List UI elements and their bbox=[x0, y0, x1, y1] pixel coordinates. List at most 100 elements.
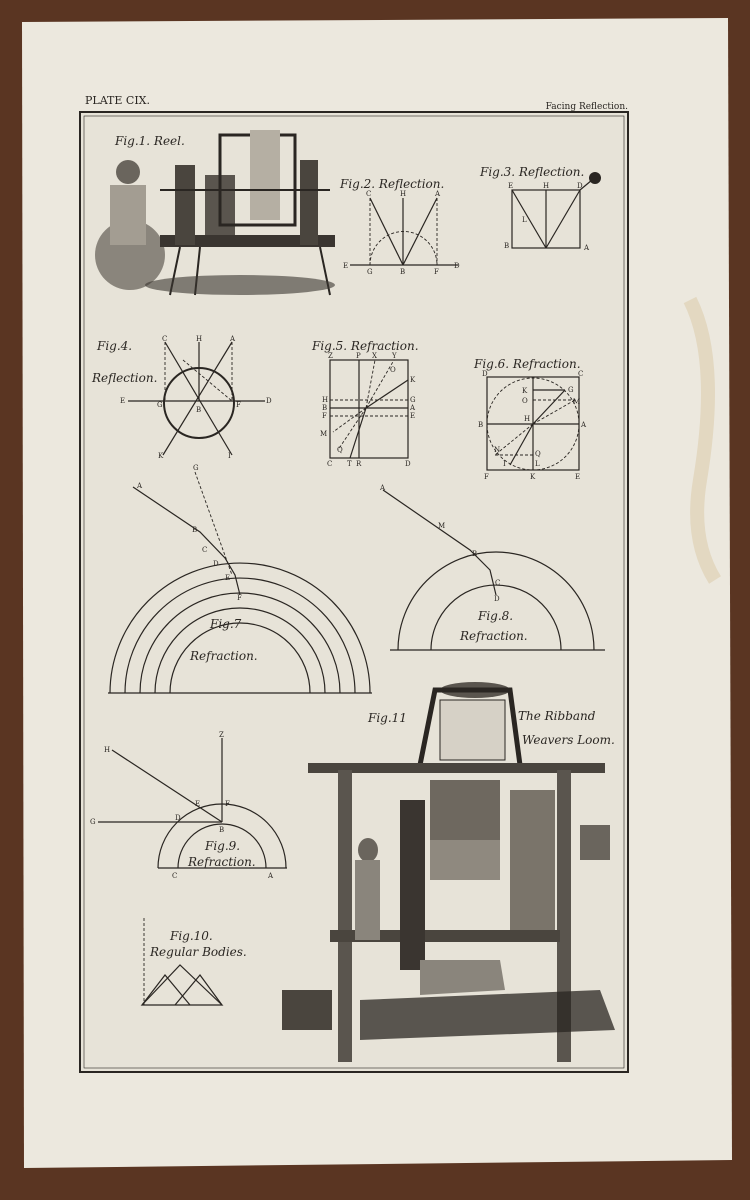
fig10-caption: Fig.10. bbox=[169, 929, 213, 943]
loom-title-1: The Ribband bbox=[518, 709, 596, 723]
figure-label: B bbox=[472, 550, 477, 558]
figure-label: H bbox=[400, 190, 406, 198]
fig5-caption: Fig.5. Refraction. bbox=[311, 339, 419, 353]
fig4-caption: Fig.4. bbox=[96, 339, 132, 353]
fig7-caption: Fig.7 bbox=[209, 617, 242, 631]
figure-label: B bbox=[192, 526, 197, 534]
figure-label: A bbox=[583, 244, 590, 252]
figure-label: F bbox=[484, 473, 489, 481]
figure-label: O bbox=[522, 397, 528, 405]
fig4-caption-2: Reflection. bbox=[91, 371, 157, 385]
fig3-reflection: Fig.3. Reflection. E H D B A L bbox=[479, 165, 601, 252]
figure-label: F bbox=[237, 594, 242, 602]
figure-label: E bbox=[195, 800, 200, 808]
figure-label: P bbox=[356, 352, 361, 360]
figure-label: C bbox=[162, 335, 167, 343]
figure-label: Z bbox=[219, 731, 224, 739]
figure-label: D bbox=[266, 397, 272, 405]
figure-label: D bbox=[482, 370, 488, 378]
figure-label: C bbox=[327, 460, 332, 468]
figure-label: D bbox=[405, 460, 411, 468]
fig2-caption: Fig.2. Reflection. bbox=[339, 177, 444, 191]
figure-label: E bbox=[410, 412, 415, 420]
fig10-caption-2: Regular Bodies. bbox=[149, 945, 247, 959]
figure-label: F bbox=[236, 401, 241, 409]
figure-label: B bbox=[478, 421, 483, 429]
figure-label: C bbox=[495, 579, 500, 587]
figure-label: I bbox=[228, 452, 231, 460]
figure-label: M bbox=[438, 522, 445, 530]
figure-label: D bbox=[577, 182, 583, 190]
figure-label: F bbox=[225, 800, 230, 808]
figure-label: H bbox=[104, 746, 110, 754]
figure-label: E bbox=[120, 397, 125, 405]
figure-label: O bbox=[390, 366, 396, 374]
figure-label: D bbox=[494, 595, 500, 603]
fig11-ribband-weavers-loom: Fig.11 The Ribband Weavers Loom. bbox=[282, 682, 615, 1062]
figure-label: K bbox=[530, 473, 536, 481]
facing-label: Facing Reflection. bbox=[546, 102, 629, 112]
figure-label: A bbox=[434, 190, 441, 198]
weaver-figure bbox=[358, 838, 378, 862]
figure-label: D bbox=[454, 262, 460, 270]
fig1-reel: Fig.1. Reel. bbox=[95, 130, 335, 296]
fig6-caption: Fig.6. Refraction. bbox=[473, 357, 581, 371]
figure-label: Y bbox=[391, 352, 397, 360]
figure-label: L bbox=[535, 460, 540, 468]
fig9-caption: Fig.9. bbox=[204, 839, 240, 853]
figure-label: E bbox=[575, 473, 580, 481]
figure-label: B bbox=[400, 268, 405, 276]
figure-label: D bbox=[213, 560, 219, 568]
figure-label: C bbox=[202, 546, 207, 554]
fig3-caption: Fig.3. Reflection. bbox=[479, 165, 584, 179]
figure-label: N bbox=[494, 446, 500, 454]
figure-label: F bbox=[322, 412, 327, 420]
figure-label: G bbox=[367, 268, 373, 276]
figure-label: G bbox=[193, 464, 199, 472]
figure-label: D bbox=[175, 814, 181, 822]
fig2-reflection: Fig.2. Reflection. C H A E G B F D bbox=[339, 177, 460, 276]
figure-label: E bbox=[508, 182, 513, 190]
fig8-refraction: Fig.8. Refraction. AMB CD bbox=[379, 484, 605, 651]
figure-label: H bbox=[196, 335, 202, 343]
figure-label: Z bbox=[328, 352, 333, 360]
figure-label: M bbox=[573, 398, 580, 406]
plate-inner-border bbox=[83, 115, 625, 1069]
figure-label: L bbox=[522, 216, 527, 224]
figure-label: F bbox=[434, 268, 439, 276]
fig7-caption-2: Refraction. bbox=[189, 649, 258, 663]
figure-label: Q bbox=[535, 450, 541, 458]
figure-label: H bbox=[322, 396, 328, 404]
figure-label: C bbox=[366, 190, 371, 198]
plate-number: PLATE CIX. bbox=[85, 94, 150, 107]
figure-label: C bbox=[172, 872, 177, 880]
figure-label: H bbox=[543, 182, 549, 190]
figure-label: I bbox=[503, 460, 506, 468]
figure-label: B bbox=[322, 404, 327, 412]
figure-label: A bbox=[267, 872, 274, 880]
figure-label: A bbox=[229, 335, 236, 343]
figure-label: G bbox=[90, 818, 96, 826]
figure-label: H bbox=[524, 415, 530, 423]
figure-label: X bbox=[372, 352, 377, 360]
figure-label: E bbox=[343, 262, 348, 270]
figure-label: B bbox=[196, 406, 201, 414]
figure-label: C bbox=[578, 370, 583, 378]
figure-label: B bbox=[219, 826, 224, 834]
figure-label: K bbox=[158, 452, 164, 460]
figure-label: T bbox=[347, 460, 352, 468]
fig11-caption: Fig.11 bbox=[367, 711, 407, 725]
fig10-regular-bodies: Fig.10. Regular Bodies. bbox=[140, 918, 247, 1006]
figure-label: A bbox=[409, 404, 416, 412]
figure-label: R bbox=[356, 460, 362, 468]
fig8-caption-2: Refraction. bbox=[459, 629, 528, 643]
figure-label: B bbox=[504, 242, 509, 250]
figure-label: Q bbox=[337, 446, 343, 454]
figure-label: G bbox=[568, 386, 574, 394]
